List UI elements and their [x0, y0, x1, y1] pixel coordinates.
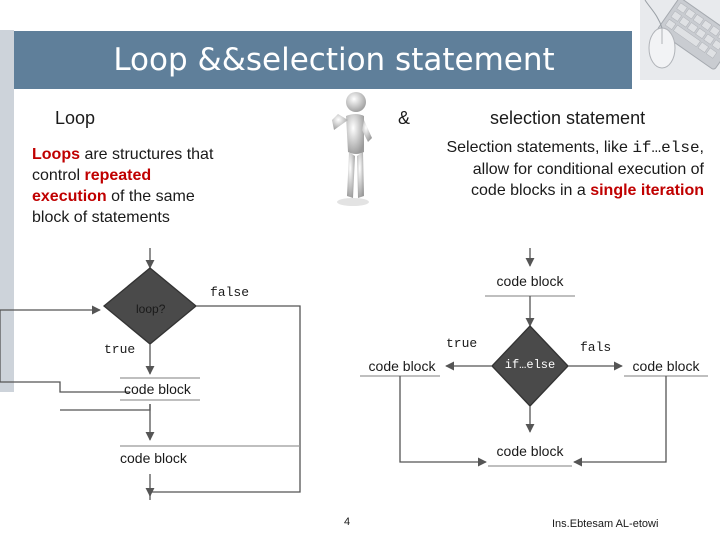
selection-description: Selection statements, like if…else, allo…: [446, 139, 704, 199]
loop-condition-label: loop?: [136, 302, 166, 316]
loop-false-label: false: [210, 285, 250, 300]
loop-heading: Loop: [55, 108, 96, 128]
selection-top-code-block: code block: [496, 273, 564, 289]
selection-false-label: fals: [580, 340, 612, 355]
ampersand-heading: &: [398, 108, 411, 128]
selection-right-code-block: code block: [632, 358, 700, 374]
selection-bottom-code-block: code block: [496, 443, 564, 459]
left-accent-bar: [0, 30, 14, 392]
author-credit: Ins.Ebtesam AL-etowi: [552, 518, 659, 530]
single-iteration-keyword: single iteration: [590, 182, 704, 199]
ifelse-code: if…else: [632, 139, 700, 157]
execution-keyword: execution: [32, 188, 107, 205]
slide-title: Loop &&selection statement: [113, 42, 555, 78]
loop-code-block-2: code block: [120, 450, 187, 466]
loop-code-block-1: code block: [124, 381, 191, 397]
keyboard-mouse-icon: [640, 0, 720, 80]
page-number: 4: [344, 516, 351, 528]
loop-true-label: true: [104, 342, 136, 357]
pointing-figure-icon: [332, 92, 372, 206]
selection-condition-label: if…else: [504, 358, 556, 372]
loops-keyword: Loops: [32, 146, 80, 163]
selection-left-code-block: code block: [368, 358, 436, 374]
loop-description: Loops are structures that control repeat…: [32, 146, 214, 226]
selection-true-label: true: [446, 336, 478, 351]
repeated-keyword: repeated: [84, 167, 152, 184]
title-bar: [14, 31, 632, 89]
selection-heading: selection statement: [490, 108, 646, 128]
